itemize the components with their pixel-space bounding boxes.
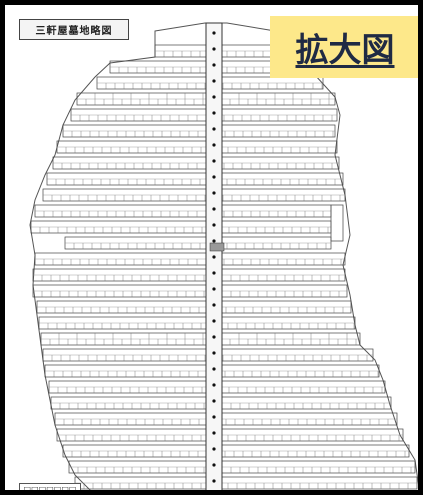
aisle-marker [212,431,216,435]
aisle-marker [212,111,216,115]
aisle-marker [212,335,216,339]
aisle-marker [212,319,216,323]
aisle-marker [212,463,216,467]
aisle-marker [212,223,216,227]
cemetery-plot-plan [29,22,418,490]
aisle-marker [212,255,216,259]
aisle-marker [212,175,216,179]
side-stairs [330,204,344,242]
zoom-map-label: 拡大図 [295,30,395,69]
aisle-marker [212,191,216,195]
aisle-marker [212,287,216,291]
office-building [209,242,225,252]
aisle-marker [212,351,216,355]
bottom-legend-box: □□□□□□□ [19,483,81,490]
aisle-marker [212,63,216,67]
aisle-marker [212,479,216,483]
aisle-marker [212,143,216,147]
aisle-marker [212,47,216,51]
map-title: 三軒屋墓地略図 [19,19,129,40]
cemetery-outline [29,22,418,490]
aisle-marker [212,447,216,451]
aisle-markers [212,31,216,483]
aisle-marker [212,159,216,163]
zoom-map-button[interactable]: 拡大図 [270,16,418,78]
central-aisle [205,22,223,490]
aisle-marker [212,31,216,35]
aisle-marker [212,303,216,307]
aisle-marker [212,383,216,387]
aisle-marker [212,127,216,131]
aisle-marker [212,95,216,99]
aisle-marker [212,79,216,83]
aisle-marker [212,207,216,211]
aisle-marker [212,367,216,371]
aisle-marker [212,239,216,243]
aisle-marker [212,399,216,403]
aisle-marker [212,271,216,275]
aisle-marker [212,415,216,419]
